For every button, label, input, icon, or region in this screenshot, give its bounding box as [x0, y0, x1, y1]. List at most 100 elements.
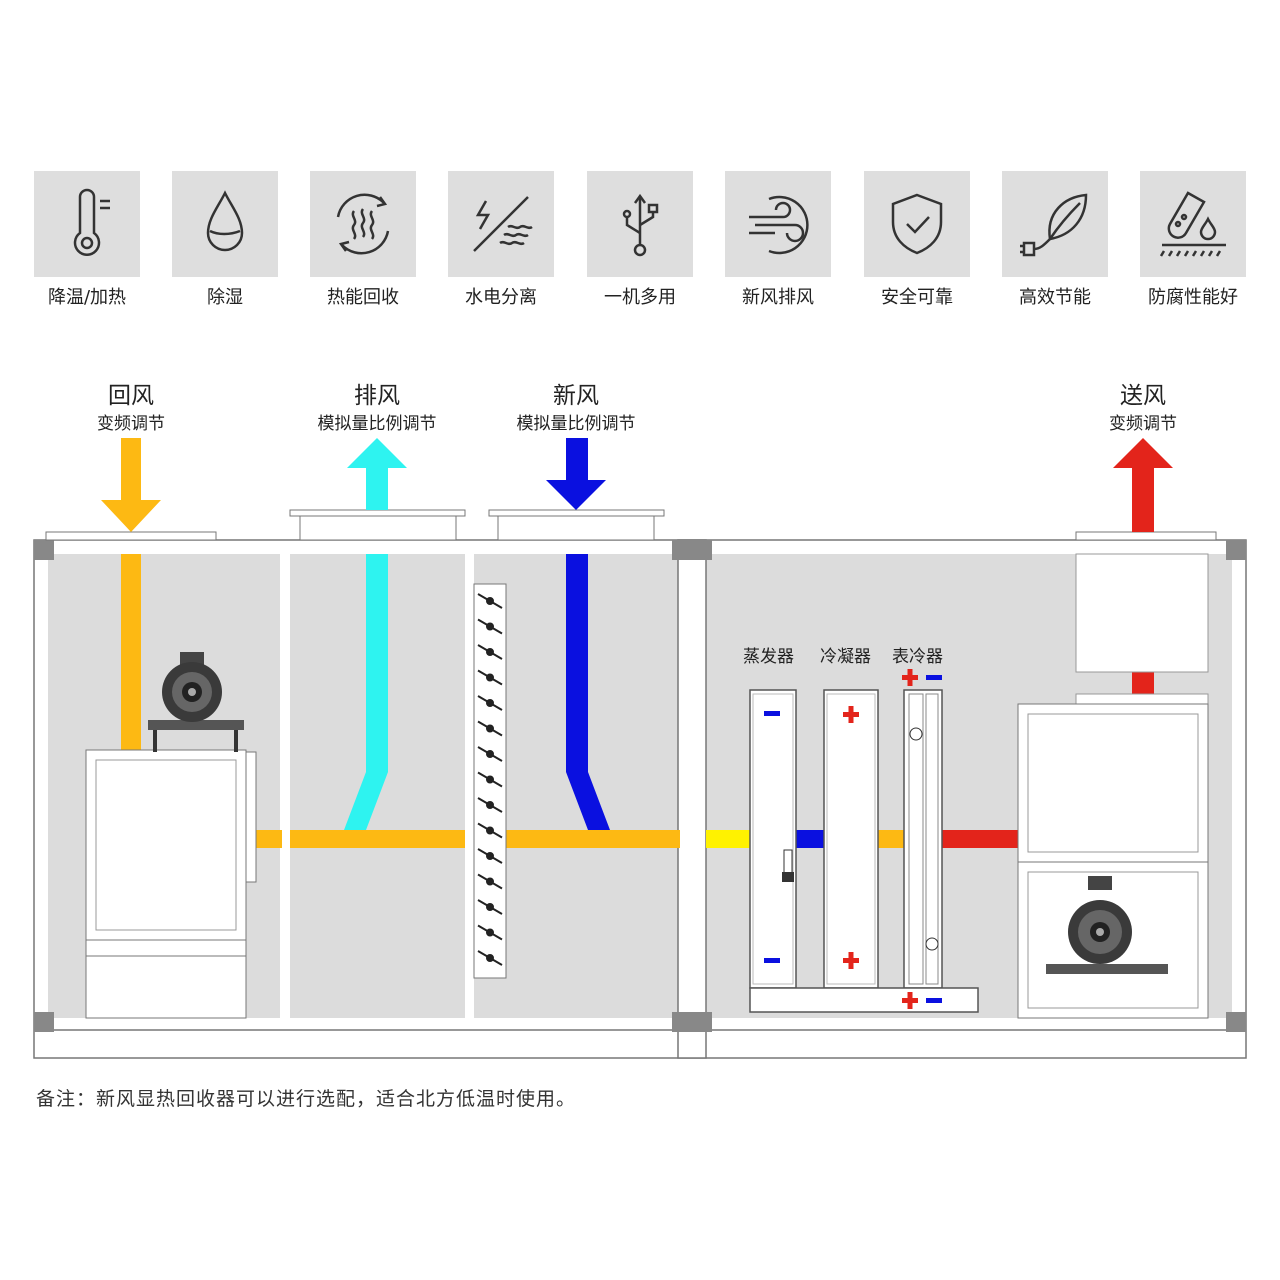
- return-duct-collar: [45, 531, 217, 541]
- usb-icon: [622, 193, 659, 257]
- feature-tile: [310, 171, 416, 277]
- supply-filter: [1075, 553, 1209, 673]
- exhaust-air-title: 排风: [354, 383, 400, 409]
- damper-pivot: [486, 801, 494, 809]
- plus-sign: [843, 952, 859, 969]
- plus-sign: [843, 706, 859, 723]
- supply-air-title: 送风: [1120, 383, 1166, 409]
- damper-pivot: [486, 699, 494, 707]
- feature-tile: [1140, 171, 1246, 277]
- feature-label: 防腐性能好: [1148, 287, 1238, 308]
- feature-heat-recovery: 热能回收: [310, 171, 416, 309]
- minus-sign: [926, 998, 942, 1003]
- damper-pivot: [486, 877, 494, 886]
- damper-pivot: [486, 622, 494, 631]
- supply-duct-collar: [1075, 531, 1217, 541]
- supply-air-arrow: [1113, 438, 1173, 468]
- red-flow-segment: [942, 830, 1018, 848]
- damper-pivot: [486, 648, 494, 656]
- corner-bracket: [34, 540, 54, 560]
- feature-multi-use: 一机多用: [587, 171, 693, 309]
- exhaust-air-flow: [344, 438, 407, 830]
- feature-label: 热能回收: [327, 287, 399, 308]
- motor-terminal-box: [1088, 876, 1112, 890]
- shield-check-icon: [891, 193, 943, 255]
- fresh-duct-collar: [497, 515, 655, 541]
- damper-pivot: [486, 775, 494, 784]
- minus-sign: [926, 675, 942, 680]
- blue-flow-segment: [796, 830, 824, 848]
- drain-pan: [749, 987, 979, 1013]
- corner-bracket: [672, 1012, 712, 1032]
- corner-bracket: [1226, 1012, 1246, 1032]
- feature-tile: [864, 171, 970, 277]
- condenser-coil: [823, 689, 879, 989]
- water-electric-separation-icon: [473, 196, 533, 252]
- feature-corrosion-resistant: 防腐性能好: [1140, 171, 1246, 309]
- fresh-air-title: 新风: [553, 383, 599, 409]
- feature-tile: [725, 171, 831, 277]
- feature-tile: [587, 171, 693, 277]
- fresh-air-flow: [546, 438, 610, 830]
- evaporator-coil: [749, 689, 797, 989]
- leaf-plug-icon: [1020, 193, 1088, 257]
- footnote: 备注：新风显热回收器可以进行选配，适合北方低温时使用。: [36, 1088, 577, 1110]
- damper-pivot: [486, 852, 494, 860]
- feature-label: 降温/加热: [47, 287, 127, 308]
- feature-label: 一机多用: [604, 287, 676, 308]
- return-air-title: 回风: [108, 383, 154, 409]
- air-mixing-damper: [473, 583, 507, 979]
- thermometer-icon: [73, 188, 110, 256]
- motor-terminal-box: [180, 652, 204, 666]
- supply-fan: [1017, 703, 1209, 1019]
- feature-safe-reliable: 安全可靠: [864, 171, 970, 309]
- fresh-air-sub: 模拟量比例调节: [516, 414, 636, 434]
- surface-cooler-label: 表冷器: [892, 647, 943, 667]
- damper-pivot: [486, 750, 494, 758]
- damper-pivot: [486, 724, 494, 733]
- feature-fresh-exhaust: 新风排风: [725, 171, 831, 309]
- corrosion-flask-icon: [1159, 191, 1226, 257]
- corner-bracket: [1226, 540, 1246, 560]
- feature-tile: [1002, 171, 1108, 277]
- damper-pivot: [486, 928, 494, 937]
- minus-sign: [764, 711, 780, 716]
- feature-tile: [448, 171, 554, 277]
- corner-bracket: [672, 540, 712, 560]
- exhaust-air-sub: 模拟量比例调节: [317, 414, 437, 434]
- return-fan: [85, 652, 257, 1019]
- fresh-air-arrow: [546, 480, 606, 510]
- return-air-sub: 变频调节: [97, 414, 165, 434]
- feature-label: 除湿: [207, 287, 243, 308]
- yellow-flow-segment: [706, 830, 750, 848]
- feature-water-electric-separation: 水电分离: [448, 171, 554, 309]
- corner-bracket: [34, 1012, 54, 1032]
- heat-recycle-icon: [336, 193, 390, 255]
- exhaust-air-arrow: [347, 438, 407, 468]
- condenser-label: 冷凝器: [820, 647, 871, 667]
- minus-sign: [764, 958, 780, 963]
- feature-label: 新风排风: [742, 287, 814, 308]
- plus-sign: [902, 992, 918, 1009]
- damper-pivot: [486, 954, 494, 962]
- damper-pivot: [486, 673, 494, 682]
- feature-label: 安全可靠: [881, 287, 953, 308]
- supply-air-sub: 变频调节: [1109, 414, 1177, 434]
- damper-pivot: [486, 826, 494, 835]
- feature-tile: [34, 171, 140, 277]
- return-air-flow: [101, 438, 904, 848]
- damper-pivot: [486, 903, 494, 911]
- evaporator-label: 蒸发器: [743, 647, 794, 667]
- feature-energy-saving: 高效节能: [1002, 171, 1108, 309]
- surface-cooler-coil: [902, 669, 943, 989]
- feature-label: 高效节能: [1019, 287, 1091, 308]
- feature-label: 水电分离: [465, 287, 537, 308]
- return-air-arrow: [101, 500, 161, 532]
- exhaust-duct-collar: [299, 515, 457, 541]
- feature-cooling-heating: 降温/加热: [34, 171, 140, 309]
- wind-icon: [749, 195, 809, 255]
- damper-pivot: [486, 597, 494, 605]
- feature-dehumidify: 除湿: [172, 171, 278, 309]
- water-drop-icon: [206, 190, 244, 252]
